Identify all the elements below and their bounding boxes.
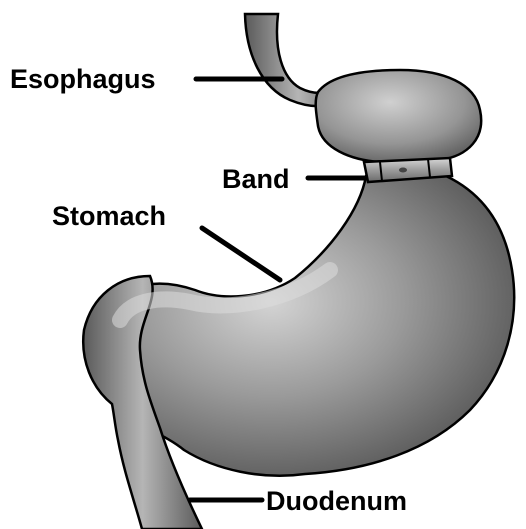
duodenum-label: Duodenum (266, 486, 407, 516)
band-label: Band (222, 164, 290, 194)
stomach-label: Stomach (52, 201, 166, 231)
esophagus-label: Esophagus (10, 64, 156, 94)
stomach-leader (202, 228, 280, 280)
gastric-pouch-shape (316, 70, 481, 162)
